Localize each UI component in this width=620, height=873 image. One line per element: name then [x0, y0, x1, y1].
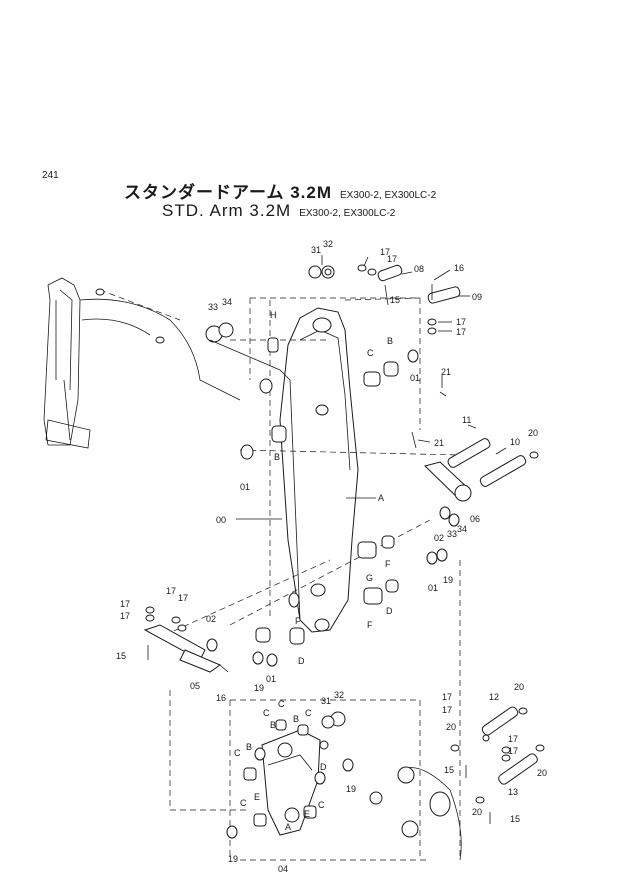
callout-F: F [385, 559, 391, 569]
callout-16: 16 [216, 693, 226, 703]
callout-C: C [240, 798, 247, 808]
callout-01: 01 [266, 674, 276, 684]
callout-19: 19 [346, 784, 356, 794]
callout-32: 32 [323, 239, 333, 249]
title-jp-text: スタンダードアーム 3.2M [124, 183, 332, 202]
callout-H: H [270, 310, 277, 320]
title-en-models: EX300-2, EX300LC-2 [299, 208, 396, 219]
callout-A: A [285, 822, 291, 832]
callout-16: 16 [454, 263, 464, 273]
callout-E: E [254, 792, 260, 802]
callout-31: 31 [321, 696, 331, 706]
callout-17: 17 [380, 247, 390, 257]
callout-B: B [293, 714, 299, 724]
title-jp-models: EX300-2, EX300LC-2 [340, 190, 437, 201]
callout-06: 06 [470, 514, 480, 524]
callout-15: 15 [116, 651, 126, 661]
callout-11: 11 [462, 415, 471, 425]
arm-body [279, 307, 359, 633]
callout-17: 17 [178, 593, 188, 603]
part-callouts: 31 32 17 17 08 16 09 33 34 15 H B C 17 1… [116, 239, 547, 873]
boom-sketch [43, 277, 241, 449]
callout-15: 15 [510, 814, 520, 824]
callout-B: B [270, 720, 276, 730]
callout-01: 01 [410, 373, 420, 383]
callout-C: C [305, 708, 312, 718]
callout-01: 01 [428, 583, 438, 593]
callout-19: 19 [228, 854, 238, 864]
callout-17: 17 [456, 327, 466, 337]
callout-E: E [304, 809, 310, 819]
callout-D: D [320, 762, 327, 772]
bucket-link-assembly [226, 706, 545, 861]
callout-B: B [246, 742, 252, 752]
callout-B: B [274, 452, 280, 462]
callout-C: C [234, 748, 241, 758]
callout-20: 20 [537, 768, 547, 778]
callout-10: 10 [510, 437, 520, 447]
callout-C: C [318, 800, 325, 810]
callout-12: 12 [489, 692, 499, 702]
callout-17: 17 [387, 254, 397, 264]
callout-17: 17 [508, 734, 518, 744]
callout-B: B [387, 336, 393, 346]
callout-33: 33 [447, 529, 457, 539]
callout-31: 31 [311, 245, 321, 255]
callout-17: 17 [442, 692, 452, 702]
callout-15: 15 [444, 765, 454, 775]
callout-C: C [367, 348, 374, 358]
callout-00: 00 [216, 515, 226, 525]
callout-17: 17 [456, 317, 466, 327]
page-number: 241 [42, 170, 59, 181]
callout-08: 08 [414, 264, 424, 274]
callout-C: C [263, 708, 270, 718]
callout-17: 17 [120, 611, 130, 621]
callout-17: 17 [508, 746, 518, 756]
callout-02: 02 [206, 614, 216, 624]
callout-20: 20 [446, 722, 456, 732]
callout-15: 15 [390, 295, 400, 305]
callout-A: A [378, 493, 384, 503]
callout-17: 17 [166, 586, 176, 596]
title-en-text: STD. Arm 3.2M [162, 201, 292, 220]
callout-13: 13 [508, 787, 518, 797]
callout-20: 20 [528, 428, 538, 438]
callout-34: 34 [222, 297, 232, 307]
callout-17: 17 [120, 599, 130, 609]
callout-02: 02 [434, 533, 444, 543]
callout-17: 17 [442, 705, 452, 715]
callout-20: 20 [472, 807, 482, 817]
callout-33: 33 [208, 302, 218, 312]
callout-05: 05 [190, 681, 200, 691]
callout-20: 20 [514, 682, 524, 692]
callout-F: F [295, 616, 301, 626]
title-english: STD. Arm 3.2M EX300-2, EX300LC-2 [162, 201, 395, 221]
callout-09: 09 [472, 292, 482, 302]
callout-04: 04 [278, 864, 288, 873]
callout-C: C [278, 699, 285, 709]
callout-21: 21 [441, 367, 451, 377]
callout-G: G [366, 573, 373, 583]
callout-21: 21 [434, 438, 444, 448]
callout-F: F [367, 620, 373, 630]
callout-D: D [386, 606, 393, 616]
callout-34: 34 [457, 524, 467, 534]
title-japanese: スタンダードアーム 3.2M EX300-2, EX300LC-2 [124, 178, 436, 203]
callout-19: 19 [254, 683, 264, 693]
leader-lines [236, 255, 507, 520]
callout-19: 19 [443, 575, 453, 585]
callout-D: D [298, 656, 305, 666]
callout-32: 32 [334, 690, 344, 700]
callout-01: 01 [240, 482, 250, 492]
small-parts [143, 264, 539, 729]
